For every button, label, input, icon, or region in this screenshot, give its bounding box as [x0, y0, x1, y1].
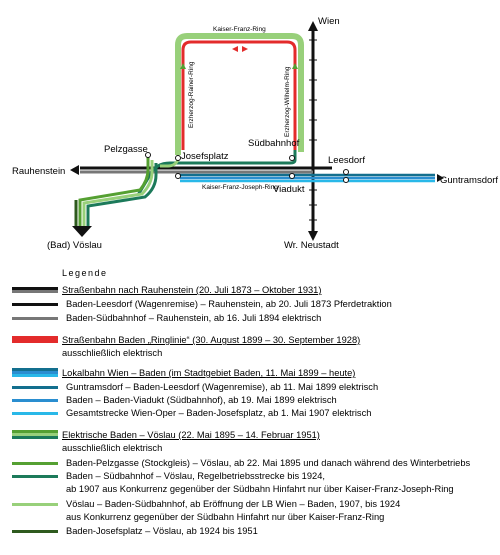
stop-viadukt — [289, 173, 295, 179]
direction-arrow-icon — [292, 63, 298, 69]
legend-row: Vöslau – Baden-Südbahnhof, ab Eröffnung … — [0, 498, 500, 511]
legend-sub: ausschließlich elektrisch — [62, 443, 163, 453]
swatch-red — [12, 336, 58, 343]
legend-row: Lokalbahn Wien – Baden (im Stadtgebiet B… — [0, 367, 500, 380]
label-viadukt: Viadukt — [273, 184, 305, 195]
legend-item: ab 1907 aus Konkurrenz gegenüber der Süd… — [66, 484, 454, 494]
label-rauhenstein: Rauhenstein — [12, 166, 65, 177]
label-pelzgasse: Pelzgasse — [104, 144, 148, 155]
legend-heading-voeslau: Elektrische Baden – Vöslau (22. Mai 1895… — [62, 430, 320, 440]
legend-item: Baden-Leesdorf (Wagenremise) – Rauhenste… — [66, 299, 392, 309]
legend-item: Vöslau – Baden-Südbahnhof, ab Eröffnung … — [66, 499, 401, 509]
direction-arrow-icon — [242, 46, 248, 52]
arrow-down-voeslau-icon — [72, 226, 92, 237]
swatch-blue-mid — [12, 399, 58, 402]
legend-heading-ringlinie: Straßenbahn Baden „Ringlinie“ (30. Augus… — [62, 335, 361, 345]
label-josefsplatz: Josefsplatz — [181, 151, 229, 162]
label-erzherzog-rainer-ring: Erzherzog-Rainer-Ring — [188, 61, 195, 128]
label-leesdorf: Leesdorf — [328, 155, 365, 166]
legend-item: Baden-Pelzgasse (Stockgleis) – Vöslau, a… — [66, 458, 471, 468]
legend-row: Baden-Pelzgasse (Stockgleis) – Vöslau, a… — [0, 457, 500, 470]
stop-pelzgasse — [145, 152, 151, 158]
suedbahn-railway — [308, 21, 318, 241]
swatch-green-dark — [12, 530, 58, 533]
direction-arrow-icon — [180, 63, 186, 69]
ring-line-green-light — [175, 33, 304, 155]
stop-josefsplatz — [175, 155, 181, 161]
label-voeslau: (Bad) Vöslau — [47, 240, 102, 251]
legend-row: Baden – Südbahnhof – Vöslau, Regelbetrie… — [0, 470, 500, 483]
legend-row: Straßenbahn nach Rauhenstein (20. Juli 1… — [0, 284, 500, 297]
label-wien: Wien — [318, 16, 340, 27]
label-kaiser-franz-joseph-ring: Kaiser-Franz-Joseph-Ring — [202, 184, 278, 191]
legend-row: Baden-Leesdorf (Wagenremise) – Rauhenste… — [0, 298, 500, 311]
label-kaiser-franz-ring: Kaiser-Franz-Ring — [213, 26, 266, 33]
arrow-right-icon — [437, 174, 444, 182]
legend-row: Guntramsdorf – Baden-Leesdorf (Wagenremi… — [0, 381, 500, 394]
swatch-green-mid — [12, 430, 58, 433]
stop-suedbahnhof — [289, 155, 295, 161]
arrow-left-icon — [70, 165, 79, 175]
swatch-green-light — [12, 503, 58, 506]
label-suedbahnhof: Südbahnhof — [248, 138, 300, 149]
swatch-black-grey — [12, 287, 58, 290]
swatch-green-teal — [12, 436, 58, 439]
arrow-down-icon — [308, 231, 318, 241]
swatch-green-light — [12, 433, 58, 436]
legend-item: Guntramsdorf – Baden-Leesdorf (Wagenremi… — [66, 382, 379, 392]
swatch-green-mid — [12, 462, 58, 465]
swatch-grey-strip — [12, 290, 58, 293]
lokalbahn-lines — [180, 173, 435, 183]
legend-row: Baden – Baden-Viadukt (Südbahnhof), ab 1… — [0, 394, 500, 407]
legend-row: aus Konkurrenz gegenüber der Südbahn Hin… — [0, 511, 500, 524]
swatch-blue-dark — [12, 386, 58, 389]
swatch-blue-light — [12, 412, 58, 415]
swatch-grey — [12, 317, 58, 320]
ring-line-red — [181, 40, 297, 150]
stops — [145, 152, 349, 183]
legend-title: Legende — [62, 268, 108, 278]
legend-row: Gesamtstrecke Wien-Oper – Baden-Josefspl… — [0, 407, 500, 420]
legend-row: Baden-Südbahnhof – Rauhenstein, ab 16. J… — [0, 312, 500, 325]
swatch-blue-light — [12, 374, 58, 377]
legend-row: Straßenbahn Baden „Ringlinie“ (30. Augus… — [0, 334, 500, 347]
stop-leesdorf-b — [343, 177, 349, 183]
label-guntramsdorf: Guntramsdorf ▶ Wien — [440, 175, 500, 186]
stop-josefsplatz-lb — [175, 173, 181, 179]
label-wr-neustadt: Wr. Neustadt — [284, 240, 339, 251]
stop-leesdorf-a — [343, 169, 349, 175]
legend-row: ausschließlich elektrisch — [0, 442, 500, 455]
swatch-black — [12, 303, 58, 306]
legend-row: ab 1907 aus Konkurrenz gegenüber der Süd… — [0, 483, 500, 496]
legend-item: Baden-Südbahnhof – Rauhenstein, ab 16. J… — [66, 313, 322, 323]
swatch-green-teal — [12, 475, 58, 478]
legend-item: Baden – Südbahnhof – Vöslau, Regelbetrie… — [66, 471, 325, 481]
label-erzherzog-wilhelm-ring: Erzherzog-Wilhelm-Ring — [284, 66, 291, 137]
tramway-network-map: Wien Rauhenstein Pelzgasse Josefsplatz S… — [12, 16, 500, 251]
legend-item: aus Konkurrenz gegenüber der Südbahn Hin… — [66, 512, 385, 522]
legend-row: Elektrische Baden – Vöslau (22. Mai 1895… — [0, 429, 500, 442]
swatch-blue-dark — [12, 368, 58, 371]
legend-item: Baden-Josefsplatz – Vöslau, ab 1924 bis … — [66, 526, 258, 536]
legend-heading-lokalbahn: Lokalbahn Wien – Baden (im Stadtgebiet B… — [62, 368, 356, 378]
legend-sub: ausschließlich elektrisch — [62, 348, 163, 358]
legend-item: Baden – Baden-Viadukt (Südbahnhof), ab 1… — [66, 395, 337, 405]
legend-item: Gesamtstrecke Wien-Oper – Baden-Josefspl… — [66, 408, 372, 418]
legend-heading-rauhenstein: Straßenbahn nach Rauhenstein (20. Juli 1… — [62, 285, 322, 295]
swatch-blue-mid — [12, 371, 58, 374]
rauhenstein-line — [70, 165, 332, 175]
legend-row: Baden-Josefsplatz – Vöslau, ab 1924 bis … — [0, 525, 500, 538]
voeslau-lines — [72, 150, 297, 237]
arrow-up-icon — [308, 21, 318, 31]
legend-row: ausschließlich elektrisch — [0, 347, 500, 360]
direction-arrow-icon — [232, 46, 238, 52]
